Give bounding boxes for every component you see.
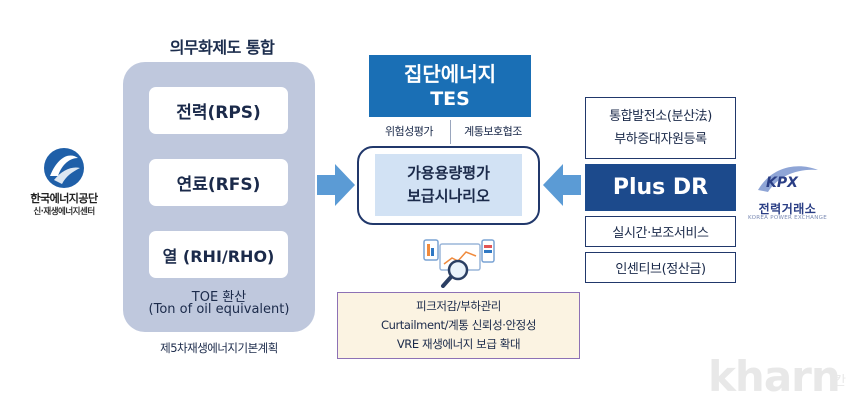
org-name-kpx: 전력거래소 (758, 202, 817, 216)
kpx-logo-icon: KPX (758, 166, 818, 192)
incentive-box: 인센티브(정산금) (585, 252, 736, 283)
kpx-logo-text: KPX (766, 175, 799, 191)
toe-description: (Ton of oil equivalent) (148, 302, 290, 317)
org-subname-kpx: KOREA POWER EXCHANGE (747, 215, 827, 221)
item-rfs: 연료(RFS) (149, 159, 288, 206)
item-rps: 전력(RPS) (149, 87, 288, 134)
benefit-line-1: 피크저감/부하관리 (416, 299, 501, 313)
tes-subtitle: TES (430, 88, 470, 110)
benefit-line-3: VRE 재생에너지 보급 확대 (396, 337, 521, 351)
vpp-line-1: 통합발전소(분산法) (609, 109, 712, 124)
sublabel-grid-protection: 계통보호협조 (464, 125, 522, 138)
capacity-inner-box: 가용용량평가 보급시나리오 (375, 154, 522, 216)
org-subname-kea: 신·재생에너지센터 (33, 207, 95, 217)
item-rhi-rho: 열 (RHI/RHO) (149, 231, 288, 278)
tes-box: 집단에너지 TES (369, 55, 531, 117)
org-name-kea: 한국에너지공단 (30, 192, 98, 205)
tes-title: 집단에너지 (404, 62, 496, 86)
vpp-box: 통합발전소(분산法) 부하증대자원등록 (585, 97, 736, 159)
realtime-services-label: 실시간·보조서비스 (612, 226, 709, 241)
watermark-logo: kharn (708, 352, 841, 401)
left-column-title: 의무화제도 통합 (169, 38, 275, 57)
toe-label: TOE 환산 (191, 290, 247, 305)
plus-dr-box: Plus DR (585, 164, 736, 211)
vpp-line-2: 부하증대자원등록 (614, 132, 707, 147)
watermark-small-text: 칸 (834, 374, 846, 389)
sublabel-risk-assessment: 위험성평가 (384, 125, 434, 138)
kea-logo-icon (44, 148, 84, 188)
devices-magnifier-icon (423, 239, 495, 288)
benefit-line-2: Curtailment/계통 신뢰성·안정성 (380, 318, 537, 332)
realtime-services-box: 실시간·보조서비스 (585, 216, 736, 247)
benefits-box: 피크저감/부하관리 Curtailment/계통 신뢰성·안정성 VRE 재생에… (337, 292, 580, 359)
arrow-right-icon (317, 164, 355, 206)
plan-label: 제5차재생에너지기본계획 (160, 341, 278, 355)
capacity-line-1: 가용용량평가 (407, 164, 490, 182)
arrow-left-icon (543, 164, 581, 206)
sublabel-divider (450, 120, 451, 144)
incentive-label: 인센티브(정산금) (615, 262, 706, 277)
capacity-line-2: 보급시나리오 (407, 187, 490, 205)
